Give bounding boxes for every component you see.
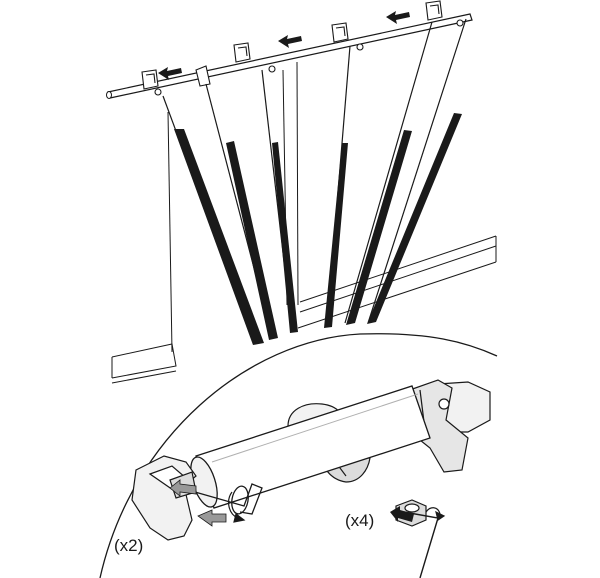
curtain-cords-thick xyxy=(174,113,462,345)
hooks-count-label: (x2) xyxy=(114,536,144,555)
fasteners-count-label: (x4) xyxy=(345,511,375,530)
insert-arrow xyxy=(390,506,414,522)
curtain-rod xyxy=(106,13,473,99)
window-sill-left xyxy=(111,343,177,384)
rod-bracket xyxy=(425,0,464,27)
rod-carrier xyxy=(195,65,211,87)
rod-bracket xyxy=(331,22,364,51)
rod-tube-magnified xyxy=(190,385,431,509)
rotate-arrow xyxy=(228,491,246,523)
curtain-cords-thin xyxy=(162,18,467,345)
move-left-arrow xyxy=(278,35,302,48)
move-left-arrow xyxy=(158,67,182,80)
rod-bracket xyxy=(141,69,162,96)
move-left-arrow xyxy=(386,11,410,24)
hook-pin xyxy=(187,483,263,515)
rotate-arrow xyxy=(425,507,446,521)
rod-brackets xyxy=(141,0,464,96)
insert-arrow xyxy=(197,509,227,527)
rod-bracket xyxy=(233,42,276,73)
insert-arrow xyxy=(169,479,197,497)
